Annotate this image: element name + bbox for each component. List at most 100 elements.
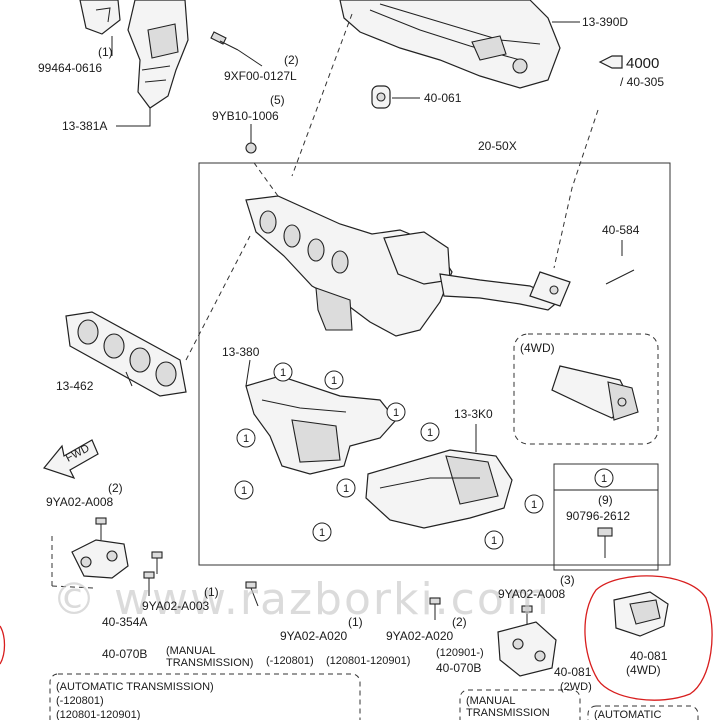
legend-qty: (9) — [598, 493, 613, 507]
callout-1-d: 1 — [236, 428, 256, 448]
pipe-4wd — [551, 365, 639, 421]
fwd-arrow-icon: FWD — [42, 439, 99, 480]
label-2050x: 20-50X — [478, 139, 517, 153]
callout-markers: 1 1 1 1 1 1 1 1 1 1 — [234, 362, 544, 550]
callout-1-e: 1 — [420, 422, 440, 442]
label-4wd-box: (4WD) — [520, 341, 555, 355]
label-40081-4wd: 40-081 — [630, 649, 668, 663]
reference-arrow-icon — [598, 55, 623, 69]
legend-box — [553, 463, 659, 571]
callout-1-f: 1 — [234, 480, 254, 500]
heat-insulator-top — [339, 0, 561, 89]
watermark: © www.razborki.com — [52, 574, 551, 625]
label-p1: (1) — [98, 45, 113, 59]
label-p3: (3) — [560, 573, 575, 587]
label-13380: 13-380 — [222, 345, 260, 359]
svg-text:1: 1 — [331, 375, 337, 387]
callout-1-h: 1 — [524, 494, 544, 514]
label-a020-note: (1) — [348, 615, 363, 629]
label-99464: 99464-0616 — [38, 61, 102, 75]
box-auto-bottom — [587, 705, 699, 720]
label-40354a: 40-354A — [102, 615, 147, 629]
label-manual-bottom-2: TRANSMISSION — [466, 707, 550, 719]
bracket-right — [497, 621, 557, 677]
dash-line-gasket — [185, 235, 251, 361]
group-box — [198, 162, 671, 566]
svg-text:1: 1 — [243, 433, 249, 445]
bolt-icon — [521, 605, 533, 626]
svg-text:1: 1 — [241, 485, 247, 497]
label-13462: 13-462 — [56, 379, 94, 393]
label-manual-2: TRANSMISSION) — [166, 657, 253, 669]
dash-line — [291, 13, 353, 177]
legend-part-number: 90796-2612 — [566, 509, 630, 523]
bolt-icon — [245, 581, 259, 607]
label-133k0: 13-3K0 — [454, 407, 493, 421]
label-40070b-b: 40-070B — [436, 661, 481, 675]
label-13390d: 13-390D — [582, 15, 628, 29]
svg-text:1: 1 — [601, 473, 607, 485]
label-c1: (1) — [204, 585, 219, 599]
callout-1-i: 1 — [312, 522, 332, 542]
callout-1-g: 1 — [336, 478, 356, 498]
svg-text:1: 1 — [393, 407, 399, 419]
bolt-icon — [597, 527, 613, 558]
leader-13462 — [125, 371, 133, 387]
label-date1: (-120801) — [266, 655, 314, 667]
label-40070b: 40-070B — [102, 647, 147, 661]
callout-1-c: 1 — [386, 402, 406, 422]
label-4000: 4000 — [626, 55, 659, 72]
bolt-icon — [151, 551, 163, 574]
svg-text:1: 1 — [280, 367, 286, 379]
label-p2a: (2) — [284, 53, 299, 67]
highlight-edge — [0, 625, 6, 665]
bolt-icon — [429, 597, 441, 620]
dash-line-ref — [553, 109, 599, 269]
bolt-icon — [210, 31, 263, 67]
callout-1-a: 1 — [273, 362, 293, 382]
label-9ya02-a008-b: 9YA02-A008 — [498, 587, 565, 601]
rubber-mount-icon — [371, 85, 420, 109]
label-9ya02-a008: 9YA02-A008 — [46, 495, 113, 509]
label-9ya02-a020-b: 9YA02-A020 — [386, 629, 453, 643]
label-9xf00: 9XF00-0127L — [224, 69, 297, 83]
gasket — [65, 311, 187, 397]
callout-1-b: 1 — [324, 370, 344, 390]
label-4wd: (4WD) — [626, 663, 661, 677]
label-9ya02-a020: 9YA02-A020 — [280, 629, 347, 643]
legend-ref-marker: 1 — [594, 468, 614, 488]
nut-icon — [245, 124, 257, 154]
label-40061: 40-061 — [424, 91, 462, 105]
svg-text:1: 1 — [427, 427, 433, 439]
label-a020b-note: (2) — [452, 615, 467, 629]
box-auto-tx — [49, 673, 361, 720]
label-40081: 40-081 — [554, 665, 592, 679]
label-9ya02-a003: 9YA02-A003 — [142, 599, 209, 613]
leader-13381a — [116, 108, 151, 127]
heat-cover-right — [365, 449, 513, 529]
label-manual: (MANUAL — [166, 645, 216, 657]
svg-text:1: 1 — [343, 483, 349, 495]
label-auto-bottom: (AUTOMATIC — [594, 709, 661, 720]
label-p5: (5) — [270, 93, 285, 107]
label-9yb10: 9YB10-1006 — [212, 109, 279, 123]
label-manual-bottom: (MANUAL — [466, 695, 516, 707]
highlight-circle — [584, 575, 713, 701]
box-4wd — [513, 333, 659, 445]
dash-line-nut — [251, 159, 279, 197]
label-2wd: (2WD) — [560, 681, 592, 693]
mount-4wd — [613, 591, 669, 637]
label-40584: 40-584 — [602, 223, 640, 237]
exhaust-manifold — [245, 195, 571, 337]
leader-13380 — [245, 359, 251, 387]
label-13381a: 13-381A — [62, 119, 107, 133]
svg-text:1: 1 — [491, 535, 497, 547]
box-manual-tx — [459, 689, 581, 720]
bracket-left — [71, 539, 129, 579]
bolt-icon — [143, 571, 155, 596]
label-date3: (120901-) — [436, 647, 484, 659]
heat-insulator-upper — [79, 0, 189, 109]
label-p2b: (2) — [108, 481, 123, 495]
label-auto-tx: (AUTOMATIC TRANSMISSION) — [56, 681, 214, 693]
